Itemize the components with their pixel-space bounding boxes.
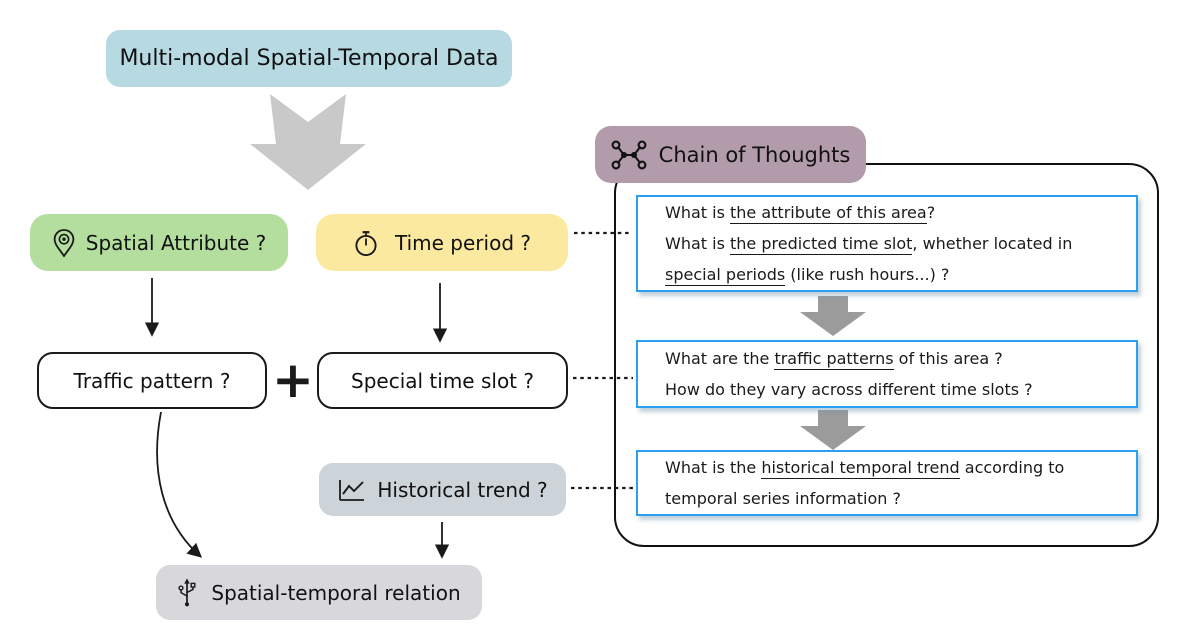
- question-line: special periods (like rush hours...) ?: [665, 265, 950, 286]
- question-line: What is the attribute of this area?: [665, 203, 936, 224]
- historical-trend-label: Historical trend ?: [377, 477, 548, 502]
- big-down-arrow-icon: [250, 94, 366, 190]
- chain-of-thoughts-label: Chain of Thoughts: [658, 142, 851, 167]
- spatial-attribute-box: Spatial Attribute ?: [30, 214, 288, 271]
- traffic-pattern-label: Traffic pattern ?: [73, 368, 231, 393]
- cot-question-box-3: What is the historical temporal trend ac…: [636, 450, 1138, 516]
- step-arrow-2-icon: [800, 410, 866, 450]
- location-pin-icon: [52, 228, 76, 258]
- stopwatch-icon: [353, 229, 379, 257]
- historical-trend-box: Historical trend ?: [319, 463, 566, 516]
- plus-sign: +: [272, 351, 314, 409]
- question-line: What is the predicted time slot, whether…: [665, 234, 1073, 255]
- traffic-pattern-box: Traffic pattern ?: [37, 352, 267, 409]
- multi-modal-data-label: Multi-modal Spatial-Temporal Data: [119, 46, 499, 71]
- special-time-slot-label: Special time slot ?: [351, 368, 534, 393]
- question-line: temporal series information ?: [665, 489, 901, 508]
- usb-icon: [177, 578, 197, 608]
- multi-modal-data-box: Multi-modal Spatial-Temporal Data: [106, 30, 512, 87]
- spatial-temporal-relation-box: Spatial-temporal relation: [156, 565, 482, 620]
- time-period-label: Time period ?: [395, 230, 531, 255]
- time-period-box: Time period ?: [316, 214, 568, 271]
- cot-question-box-1: What is the attribute of this area? What …: [636, 195, 1138, 292]
- question-line: What are the traffic patterns of this ar…: [665, 349, 1003, 370]
- spatial-temporal-relation-label: Spatial-temporal relation: [211, 580, 461, 605]
- chain-of-thoughts-header: Chain of Thoughts: [595, 126, 866, 183]
- step-arrow-1-icon: [800, 296, 866, 336]
- question-line: How do they vary across different time s…: [665, 380, 1033, 399]
- line-chart-icon: [337, 477, 367, 503]
- curved-arrow-traffic-to-relation: [156, 411, 203, 558]
- question-line: What is the historical temporal trend ac…: [665, 458, 1065, 479]
- cot-question-box-2: What are the traffic patterns of this ar…: [636, 340, 1138, 408]
- spatial-attribute-label: Spatial Attribute ?: [85, 230, 267, 255]
- special-time-slot-box: Special time slot ?: [317, 352, 568, 409]
- network-icon: [611, 140, 647, 170]
